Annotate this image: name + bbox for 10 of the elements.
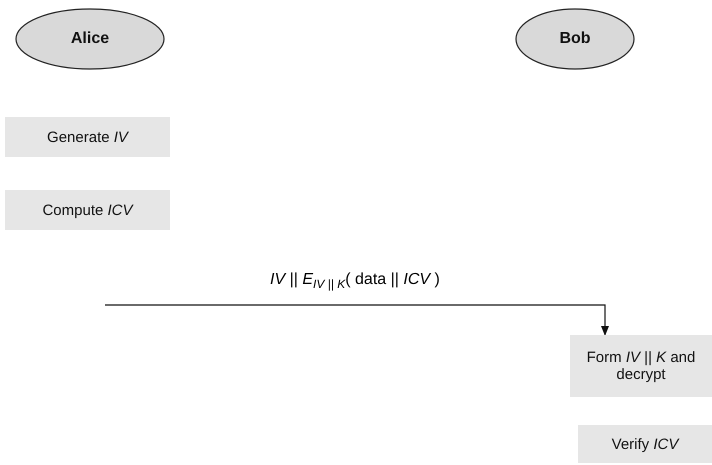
actor-ellipse <box>515 8 635 70</box>
arrow <box>105 304 609 336</box>
edge-label: IV || E$_{IV || K}$( data || ICV ) <box>270 271 440 292</box>
step-box: Compute ICV <box>5 190 170 230</box>
step-box: Verify ICV <box>578 425 712 463</box>
actor-name: Alice <box>70 30 110 48</box>
actor-ellipse <box>15 8 165 70</box>
step-box: Generate IV <box>5 117 170 157</box>
step-box: Form IV || K and decrypt <box>570 335 712 397</box>
actor-name: Bob <box>559 30 591 48</box>
